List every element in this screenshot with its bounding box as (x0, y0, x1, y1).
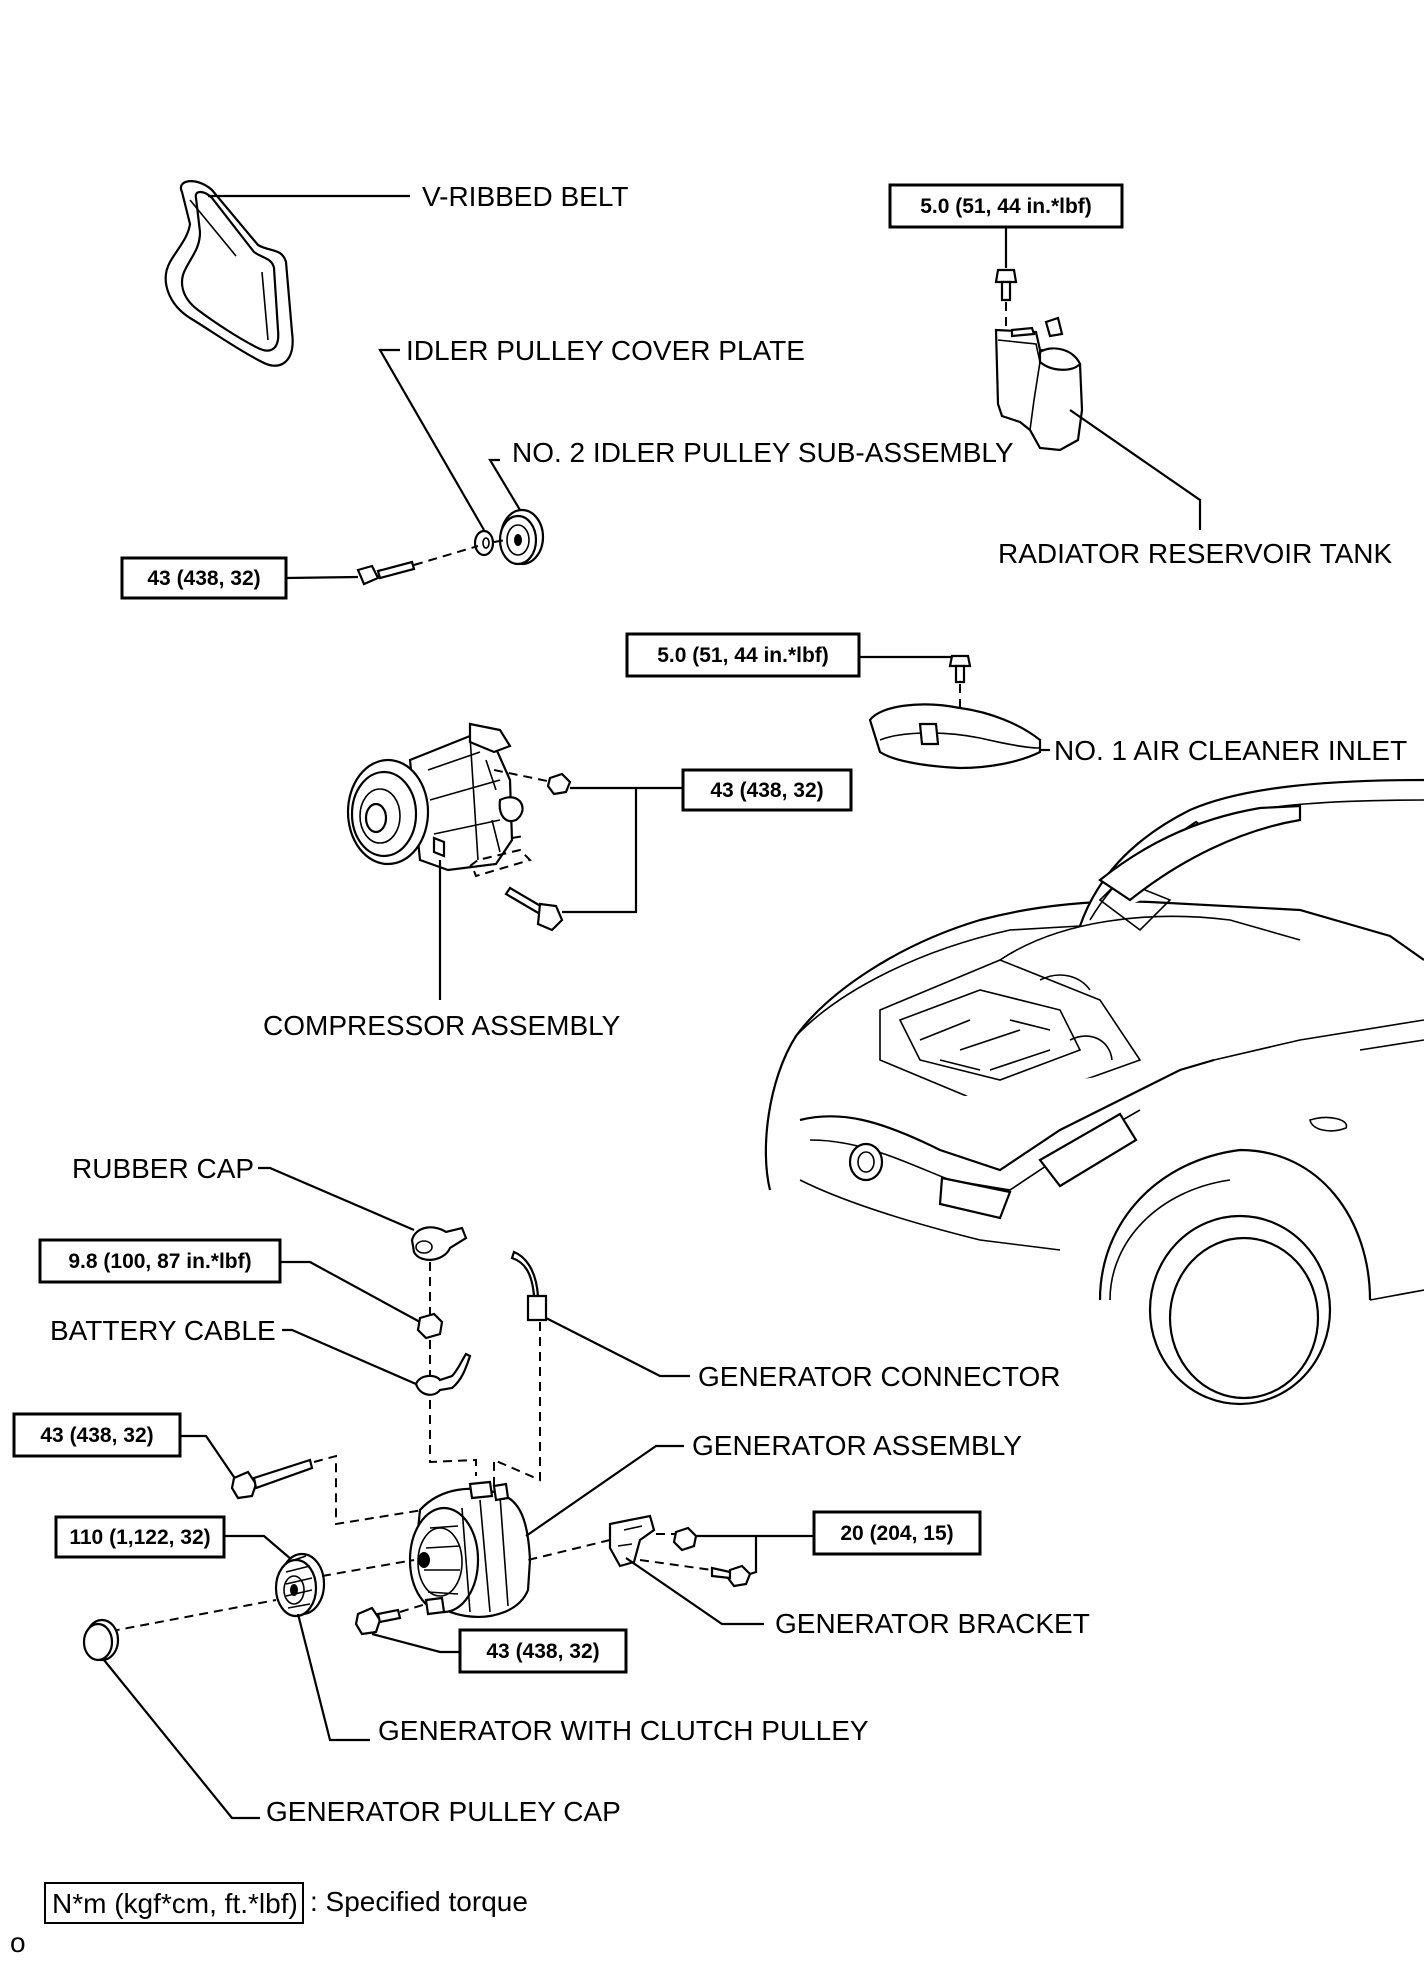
torque-bracket-bolts: 20 (204, 15) (840, 1522, 953, 1545)
label-radiator-reservoir-tank: RADIATOR RESERVOIR TANK (998, 538, 1392, 569)
torque-air-cleaner-bolt: 5.0 (51, 44 in.*lbf) (657, 644, 829, 667)
rubber-cap-illustration (410, 1226, 468, 1261)
generator-upper-bolt-illustration (230, 1458, 314, 1500)
generator-pulley-cap-illustration (82, 1618, 120, 1662)
compressor-nut-illustration (546, 772, 572, 796)
compressor-assembly-illustration (346, 722, 524, 872)
torque-box-generator-upper-bolt (12, 1412, 182, 1458)
label-no1-air-cleaner-inlet: NO. 1 AIR CLEANER INLET (1054, 735, 1407, 766)
no1-air-cleaner-inlet-illustration (868, 703, 1042, 770)
torque-battery-nut: 9.8 (100, 87 in.*lbf) (68, 1250, 251, 1273)
torque-box-compressor-bolts (681, 768, 853, 812)
torque-box-bracket-bolts (812, 1510, 982, 1556)
generator-lower-bolt-illustration (354, 1606, 402, 1636)
torque-clutch-pulley: 110 (1,122, 32) (69, 1526, 210, 1549)
torque-idler-bolt: 43 (438, 32) (147, 567, 260, 590)
legend-torque-box (44, 1882, 304, 1924)
idler-pulley-cover-plate-illustration (473, 529, 495, 557)
compressor-bolt-illustration (504, 886, 564, 932)
battery-nut-illustration (416, 1312, 444, 1340)
generator-bracket-illustration (608, 1514, 656, 1568)
label-no2-idler-pulley: NO. 2 IDLER PULLEY SUB-ASSEMBLY (512, 437, 1014, 468)
idler-bolt-illustration (356, 560, 416, 586)
vehicle-locator-illustration (764, 778, 1424, 1406)
battery-cable-illustration (414, 1352, 472, 1396)
reservoir-bolt-illustration (994, 268, 1018, 302)
v-ribbed-belt-illustration (164, 180, 294, 367)
air-cleaner-bolt-illustration (948, 654, 972, 684)
torque-reservoir-bolt: 5.0 (51, 44 in.*lbf) (920, 195, 1092, 218)
torque-box-generator-lower-bolt (458, 1628, 628, 1674)
label-generator-bracket: GENERATOR BRACKET (775, 1608, 1090, 1639)
torque-compressor-bolts: 43 (438, 32) (710, 779, 823, 802)
label-compressor-assembly: COMPRESSOR ASSEMBLY (263, 1010, 621, 1041)
radiator-reservoir-tank-illustration (994, 316, 1084, 452)
bracket-bolt-illustration (710, 1564, 752, 1588)
generator-clutch-pulley-illustration (274, 1552, 326, 1618)
generator-connector-illustration (510, 1250, 548, 1322)
idler-pulley-illustration (498, 508, 545, 566)
label-generator-assembly: GENERATOR ASSEMBLY (692, 1430, 1022, 1461)
label-generator-connector: GENERATOR CONNECTOR (698, 1361, 1060, 1392)
generator-assembly-illustration (408, 1480, 532, 1618)
torque-box-air-cleaner-bolt (625, 632, 861, 678)
label-battery-cable: BATTERY CABLE (50, 1315, 276, 1346)
label-v-ribbed-belt: V-RIBBED BELT (422, 181, 628, 212)
footer-mark: o (10, 1927, 26, 1958)
label-rubber-cap: RUBBER CAP (72, 1153, 254, 1184)
label-generator-with-clutch-pulley: GENERATOR WITH CLUTCH PULLEY (378, 1715, 869, 1746)
label-idler-pulley-cover-plate: IDLER PULLEY COVER PLATE (406, 335, 805, 366)
legend-unit: N*m (kgf*cm, ft.*lbf) (52, 1888, 298, 1919)
legend-description: : Specified torque (310, 1886, 528, 1917)
torque-generator-upper-bolt: 43 (438, 32) (40, 1424, 153, 1447)
torque-box-battery-nut (38, 1238, 282, 1284)
torque-box-idler-bolt (120, 556, 288, 600)
torque-generator-lower-bolt: 43 (438, 32) (486, 1640, 599, 1663)
label-generator-pulley-cap: GENERATOR PULLEY CAP (266, 1796, 621, 1827)
bracket-nut-illustration (672, 1526, 698, 1552)
